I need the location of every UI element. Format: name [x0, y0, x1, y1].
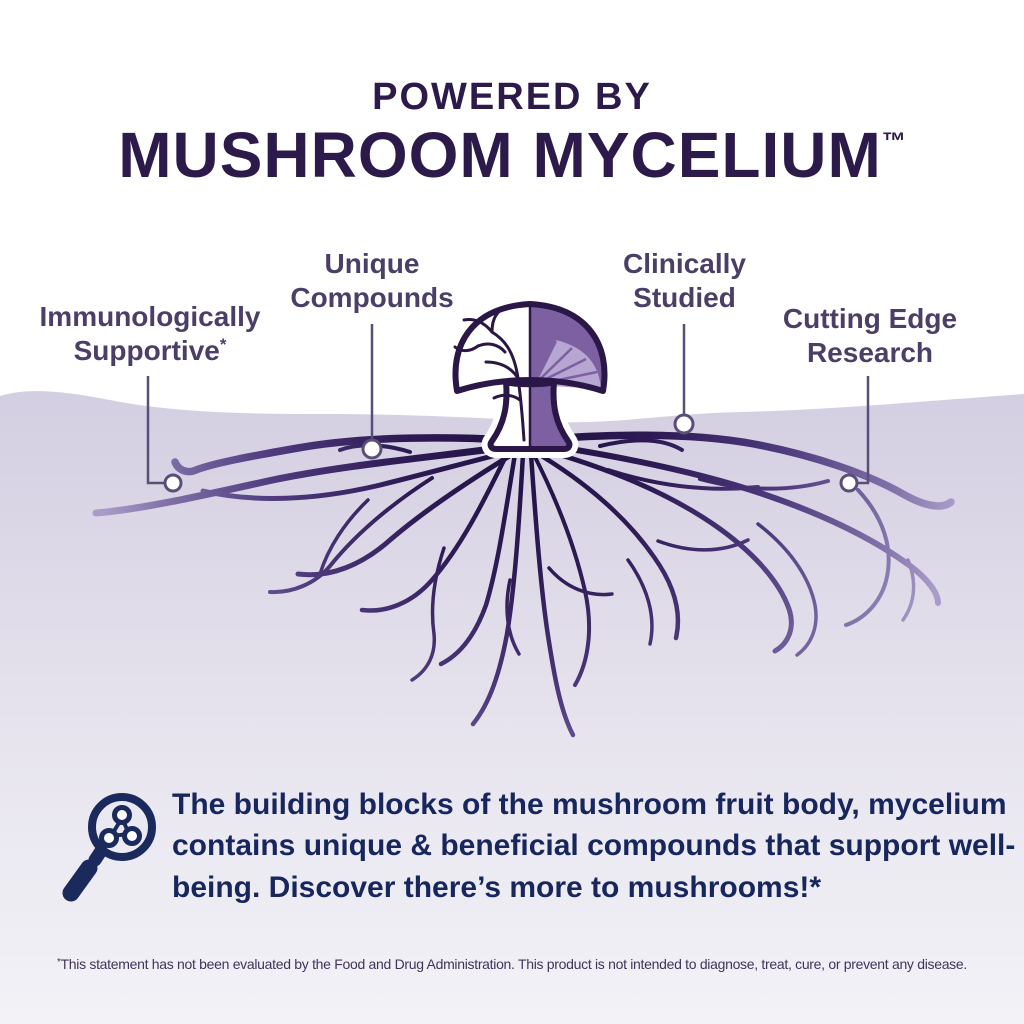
- description-paragraph: The building blocks of the mushroom frui…: [172, 784, 1024, 908]
- disclaimer-text: This statement has not been evaluated by…: [60, 956, 968, 972]
- connector-dot-cutting: [839, 473, 859, 493]
- callout-clinically-studied: Clinically Studied: [592, 247, 777, 314]
- callout-line: Supportive: [73, 334, 220, 366]
- callout-line: Cutting Edge: [782, 303, 958, 334]
- description-text: contains unique & beneficial compounds t…: [172, 829, 1016, 904]
- callout-connectors: [146, 324, 870, 493]
- callout-immunologically-supportive: Immunologically Supportive*: [15, 300, 285, 367]
- mycelium-roots: [92, 431, 955, 738]
- callout-line: Immunologically: [39, 301, 261, 332]
- callout-unique-compounds: Unique Compounds: [282, 247, 462, 314]
- mushroom-icon: [446, 295, 614, 458]
- fda-disclaimer: *This statement has not been evaluated b…: [0, 956, 1024, 972]
- description-text: The building blocks of the mushroom frui…: [172, 788, 869, 821]
- connector-immunologically: [146, 376, 164, 485]
- kicker-text: POWERED BY: [372, 76, 652, 118]
- asterisk: *: [219, 334, 227, 354]
- page-title: MUSHROOM MYCELIUM™: [0, 118, 1024, 192]
- callout-cutting-edge-research: Cutting Edge Research: [765, 302, 975, 369]
- asterisk: *: [57, 957, 61, 968]
- page-title-text: MUSHROOM MYCELIUM: [118, 119, 882, 191]
- callout-line: Clinically: [623, 248, 746, 279]
- callout-line: Research: [806, 336, 934, 368]
- connector-dot-clinically: [673, 413, 695, 435]
- trademark-symbol: ™: [881, 128, 906, 155]
- callout-line: Compounds: [290, 281, 454, 313]
- ground-shape: [0, 391, 1024, 1024]
- callout-line: Studied: [633, 281, 736, 313]
- magnifier-molecule-icon: [62, 793, 156, 902]
- connector-dot-immunologically: [163, 473, 183, 493]
- connector-dot-unique: [361, 438, 383, 460]
- mycelium-bold-text: mycelium: [868, 788, 1007, 821]
- callout-line: Unique: [324, 248, 420, 279]
- connector-cutting: [858, 376, 870, 485]
